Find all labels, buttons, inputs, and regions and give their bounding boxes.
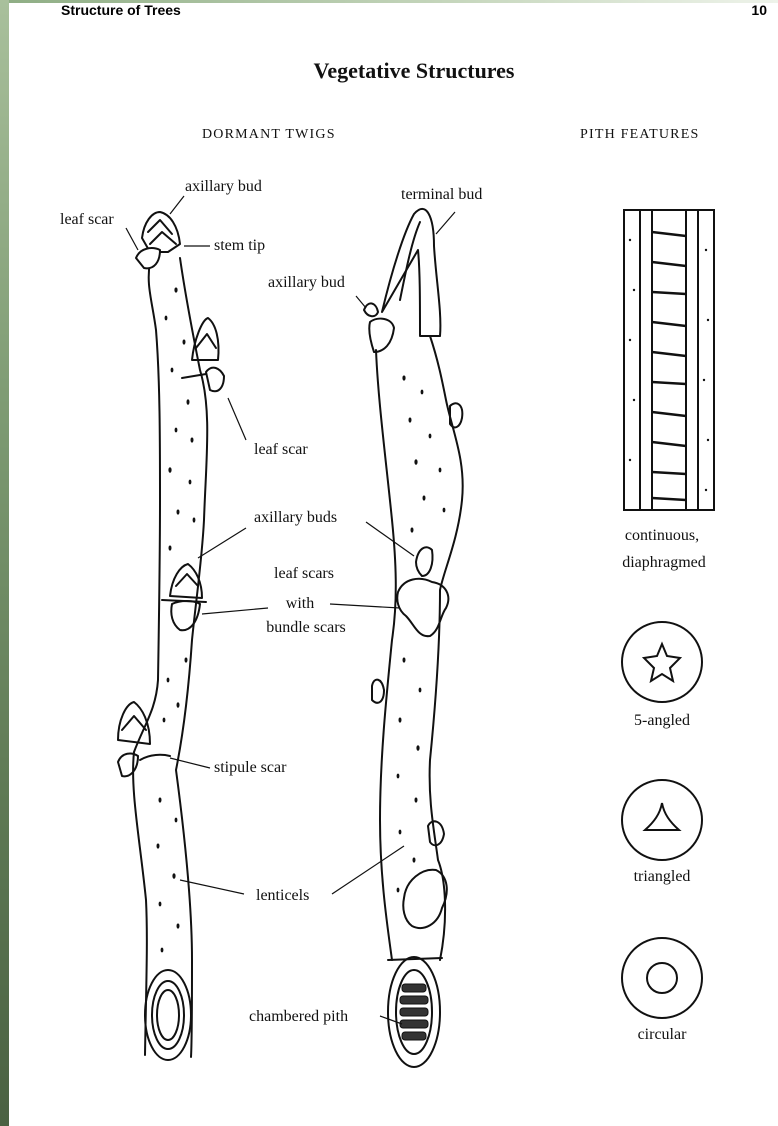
continuous-diaphragmed-pith: [624, 210, 714, 510]
triangled-pith-section: [622, 780, 702, 860]
label-stipule-scar: stipule scar: [214, 759, 286, 777]
chambered-pith-chambers: [400, 984, 428, 1040]
pith-label-triangled: triangled: [634, 868, 691, 886]
label-leaf-scar-top: leaf scar: [60, 211, 114, 229]
left-twig: [118, 212, 224, 1060]
label-leaf-scar-mid: leaf scar: [254, 441, 308, 459]
left-twig-outline-right: [176, 258, 207, 1057]
left-leaf-scar-top: [136, 248, 160, 268]
pith-label-diaphragmed: diaphragmed: [622, 554, 706, 572]
left-twig-outline-left: [133, 262, 160, 1055]
label-axillary-bud-top: axillary bud: [185, 178, 262, 196]
left-leaf-scar-upper: [206, 368, 224, 392]
right-twig-outline-right: [430, 336, 463, 960]
label-bundle-scars: bundle scars: [266, 619, 346, 637]
right-twig: [364, 209, 463, 1067]
pith-label-circular: circular: [638, 1026, 687, 1044]
right-axillary-bud-mid: [416, 547, 433, 576]
left-leaf-scar-lower: [118, 754, 138, 777]
pith-features: [622, 210, 714, 1018]
label-terminal-bud: terminal bud: [401, 186, 482, 204]
pith-label-continuous: continuous,: [625, 527, 699, 545]
label-axillary-buds: axillary buds: [254, 509, 337, 527]
right-twig-base-collar: [388, 958, 442, 960]
five-angled-pith-section: [622, 622, 702, 702]
right-terminal-bud: [382, 209, 440, 336]
left-twig-cut-inner: [157, 990, 179, 1040]
pith-label-five-angled: 5-angled: [634, 712, 690, 730]
right-twig-outline-left: [376, 350, 396, 960]
label-leaf-scars: leaf scars: [274, 565, 334, 583]
label-stem-tip: stem tip: [214, 237, 265, 255]
left-axillary-bud-lower: [118, 702, 150, 744]
right-leaf-scar-top: [369, 319, 394, 352]
right-side-bud-2: [372, 680, 384, 703]
right-lower-leaf-scar: [403, 870, 447, 928]
right-axillary-bud-top: [364, 303, 378, 316]
label-axillary-bud-right: axillary bud: [268, 274, 345, 292]
label-with: with: [286, 595, 314, 613]
circular-pith-section: [622, 938, 702, 1018]
label-lenticels: lenticels: [256, 887, 309, 905]
left-stipule-scar: [140, 755, 170, 760]
label-chambered-pith: chambered pith: [249, 1008, 348, 1026]
